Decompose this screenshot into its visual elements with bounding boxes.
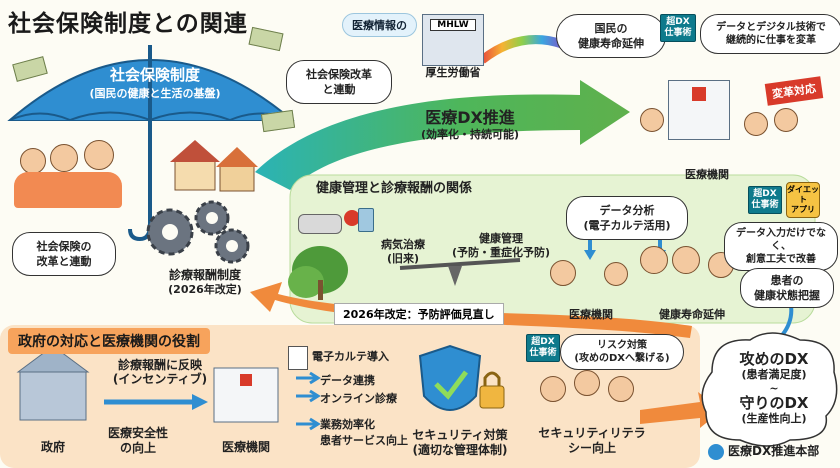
government-band — [0, 325, 700, 468]
gears-subtitle: (2026年改定) — [168, 283, 242, 296]
book-icon: 超DX 仕事術 — [748, 186, 782, 214]
hospital-top-label: 医療機関 — [685, 168, 729, 181]
medical-info-badge: 医療情報の — [342, 13, 417, 37]
bottom-hospital-label: 医療機関 — [221, 440, 270, 454]
item-efficiency: 業務効率化 — [320, 418, 375, 431]
illness-treatment: 病気治療 (旧来) — [381, 238, 425, 265]
gears-title: 診療報酬制度 — [168, 268, 241, 282]
medicine-bottle-icon — [358, 208, 374, 232]
doctor-icon — [574, 370, 600, 396]
book-icon: 超DX 仕事術 — [526, 334, 560, 362]
middle-longevity-label: 健康寿命延伸 — [659, 308, 725, 321]
hospital-building-top — [668, 80, 730, 140]
book-note-top: データとデジタル技術で 継続的に仕事を変革 — [700, 14, 840, 54]
umbrella-icon — [7, 45, 295, 242]
incentive-arrow — [104, 394, 208, 410]
defense-dx: 守りのDX — [739, 394, 809, 412]
red-cross-icon — [692, 87, 706, 101]
diet-app-icon: ダイエット アプリ — [786, 182, 820, 218]
clipboard-icon — [288, 346, 308, 370]
mhlw-building: MHLW — [422, 14, 484, 66]
dx-promotion-arrow — [255, 80, 630, 190]
apple-icon — [344, 210, 360, 226]
incentive-label: 診療報酬に反映 (インセンティブ) — [112, 358, 208, 386]
item-arrows — [296, 371, 321, 431]
doctor-icon — [550, 260, 576, 286]
doctor-icon — [640, 108, 664, 132]
bottom-header: 政府の対応と医療機関の役割 — [8, 328, 210, 354]
government-building — [19, 371, 87, 421]
doctor-icon — [608, 376, 634, 402]
item-data-link: データ連携 — [320, 374, 375, 387]
attack-dx: 攻めのDX — [739, 350, 809, 368]
safety-label: 医療安全性 の向上 — [107, 426, 168, 455]
page-title: 社会保険制度との関連 — [8, 11, 248, 37]
dumbbell-icon — [298, 214, 342, 234]
padlock-icon — [479, 385, 505, 409]
family-bodies — [14, 172, 122, 208]
nurse-icon — [774, 108, 798, 132]
patient-status-cloud: 患者の 健康状態把握 — [740, 268, 834, 308]
defense-dx-sub: (生産性向上) — [741, 412, 807, 425]
patient-icon — [604, 262, 628, 286]
family-person-1 — [20, 148, 46, 174]
security-label: セキュリティ対策 (適切な管理体制) — [412, 428, 508, 457]
family-person-2 — [50, 144, 78, 172]
elderly-person-icon — [640, 246, 668, 274]
book-icon: 超DX 仕事術 — [660, 14, 696, 42]
elderly-person-icon — [672, 246, 700, 274]
mhlw-sign: MHLW — [430, 19, 476, 31]
family-person-3 — [84, 140, 114, 170]
dx-arrow-title: 医療DX推進 — [425, 108, 515, 127]
feedback-arrow — [250, 282, 692, 338]
middle-hospital-label: 医療機関 — [569, 308, 613, 321]
hq-logo-icon — [708, 444, 724, 460]
umbrella-subtitle: (国民の健康と生活の基盤) — [89, 87, 221, 100]
doctor-icon — [540, 376, 566, 402]
gears-icon — [146, 200, 250, 264]
analysis-cloud: データ分析 (電子カルテ活用) — [566, 196, 688, 240]
rainbow — [479, 35, 564, 64]
shield-icon — [418, 344, 482, 411]
item-online: オンライン診療 — [320, 392, 397, 405]
health-management: 健康管理 (予防・重症化予防) — [451, 232, 551, 259]
risk-cloud: リスク対策 (攻めのDXへ繋げる) — [560, 334, 684, 370]
attack-dx-sub: (患者満足度) — [741, 368, 807, 381]
government-label: 政府 — [40, 440, 65, 454]
reform-cloud-top: 社会保険改革 と連動 — [286, 60, 392, 104]
dx-arrow-subtitle: (効率化・持続可能) — [420, 128, 520, 141]
reform-cloud-left: 社会保険の 改革と連動 — [12, 232, 116, 276]
middle-header: 健康管理と診療報酬の関係 — [316, 181, 473, 196]
longevity-cloud-top: 国民の 健康寿命延伸 — [556, 14, 666, 58]
to-dx-arrow — [640, 392, 722, 428]
revision-label: 2026年改定：予防評価見直し — [334, 303, 504, 325]
item-patient-service: 患者サービス向上 — [320, 434, 408, 447]
nurse-icon — [744, 112, 768, 136]
mhlw-name: 厚生労働省 — [425, 66, 481, 79]
item-ehr: 電子カルテ導入 — [312, 350, 389, 363]
tilde: ~ — [769, 382, 779, 395]
dx-cloud-shape — [701, 332, 838, 447]
seesaw — [399, 258, 521, 270]
hq-label: 医療DX推進本部 — [728, 444, 820, 458]
umbrella-title: 社会保険制度 — [109, 66, 200, 84]
book-note-right: データ入力だけでなく、 創意工夫で改善 — [724, 222, 838, 271]
literacy-label: セキュリティリテラ シー向上 — [538, 426, 646, 455]
